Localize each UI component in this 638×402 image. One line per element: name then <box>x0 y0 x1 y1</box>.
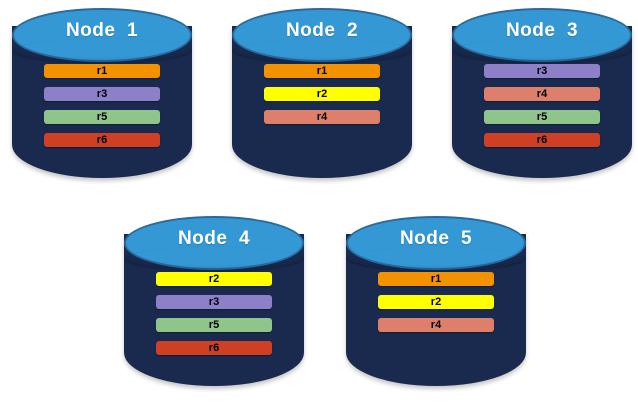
node-2-record-list: r1 r2 r4 <box>226 64 418 124</box>
node-4-record-r3[interactable]: r3 <box>156 295 272 309</box>
node-5-cylinder <box>340 212 532 392</box>
node-2-label: Node 2 <box>285 20 359 41</box>
node-2-cylinder <box>226 4 418 184</box>
node-2-record-r1[interactable]: r1 <box>264 64 380 78</box>
node-5-cylinder-top <box>346 216 526 270</box>
node-5-label: Node 5 <box>399 228 473 249</box>
node-1[interactable]: Node 1 r1 r3 r5 r6 <box>6 4 198 184</box>
node-5-record-r2[interactable]: r2 <box>378 295 494 309</box>
node-2-record-r2[interactable]: r2 <box>264 87 380 101</box>
node-2-record-r4[interactable]: r4 <box>264 110 380 124</box>
node-1-record-r6[interactable]: r6 <box>44 133 160 147</box>
node-4-cylinder <box>118 212 310 392</box>
node-3-cylinder-top <box>452 8 632 62</box>
node-1-record-r3[interactable]: r3 <box>44 87 160 101</box>
node-5-record-r1[interactable]: r1 <box>378 272 494 286</box>
node-5-record-list: r1 r2 r4 <box>340 272 532 332</box>
node-4-label: Node 4 <box>177 228 251 249</box>
node-4-record-r6[interactable]: r6 <box>156 341 272 355</box>
node-1-cylinder <box>6 4 198 184</box>
node-3-cylinder <box>446 4 638 184</box>
node-3-record-r5[interactable]: r5 <box>484 110 600 124</box>
node-5[interactable]: Node 5 r1 r2 r4 <box>340 212 532 392</box>
node-3-record-r6[interactable]: r6 <box>484 133 600 147</box>
node-3-record-r4[interactable]: r4 <box>484 87 600 101</box>
node-1-record-list: r1 r3 r5 r6 <box>6 64 198 147</box>
node-4-cylinder-top <box>124 216 304 270</box>
node-4-record-r5[interactable]: r5 <box>156 318 272 332</box>
node-2-cylinder-top <box>232 8 412 62</box>
node-3-record-r3[interactable]: r3 <box>484 64 600 78</box>
node-3-label: Node 3 <box>505 20 579 41</box>
node-2[interactable]: Node 2 r1 r2 r4 <box>226 4 418 184</box>
node-4-record-list: r2 r3 r5 r6 <box>118 272 310 355</box>
node-4[interactable]: Node 4 r2 r3 r5 r6 <box>118 212 310 392</box>
node-1-record-r1[interactable]: r1 <box>44 64 160 78</box>
node-4-record-r2[interactable]: r2 <box>156 272 272 286</box>
node-1-label: Node 1 <box>65 20 139 41</box>
node-3[interactable]: Node 3 r3 r4 r5 r6 <box>446 4 638 184</box>
node-1-cylinder-top <box>12 8 192 62</box>
node-5-record-r4[interactable]: r4 <box>378 318 494 332</box>
node-3-record-list: r3 r4 r5 r6 <box>446 64 638 147</box>
node-1-record-r5[interactable]: r5 <box>44 110 160 124</box>
